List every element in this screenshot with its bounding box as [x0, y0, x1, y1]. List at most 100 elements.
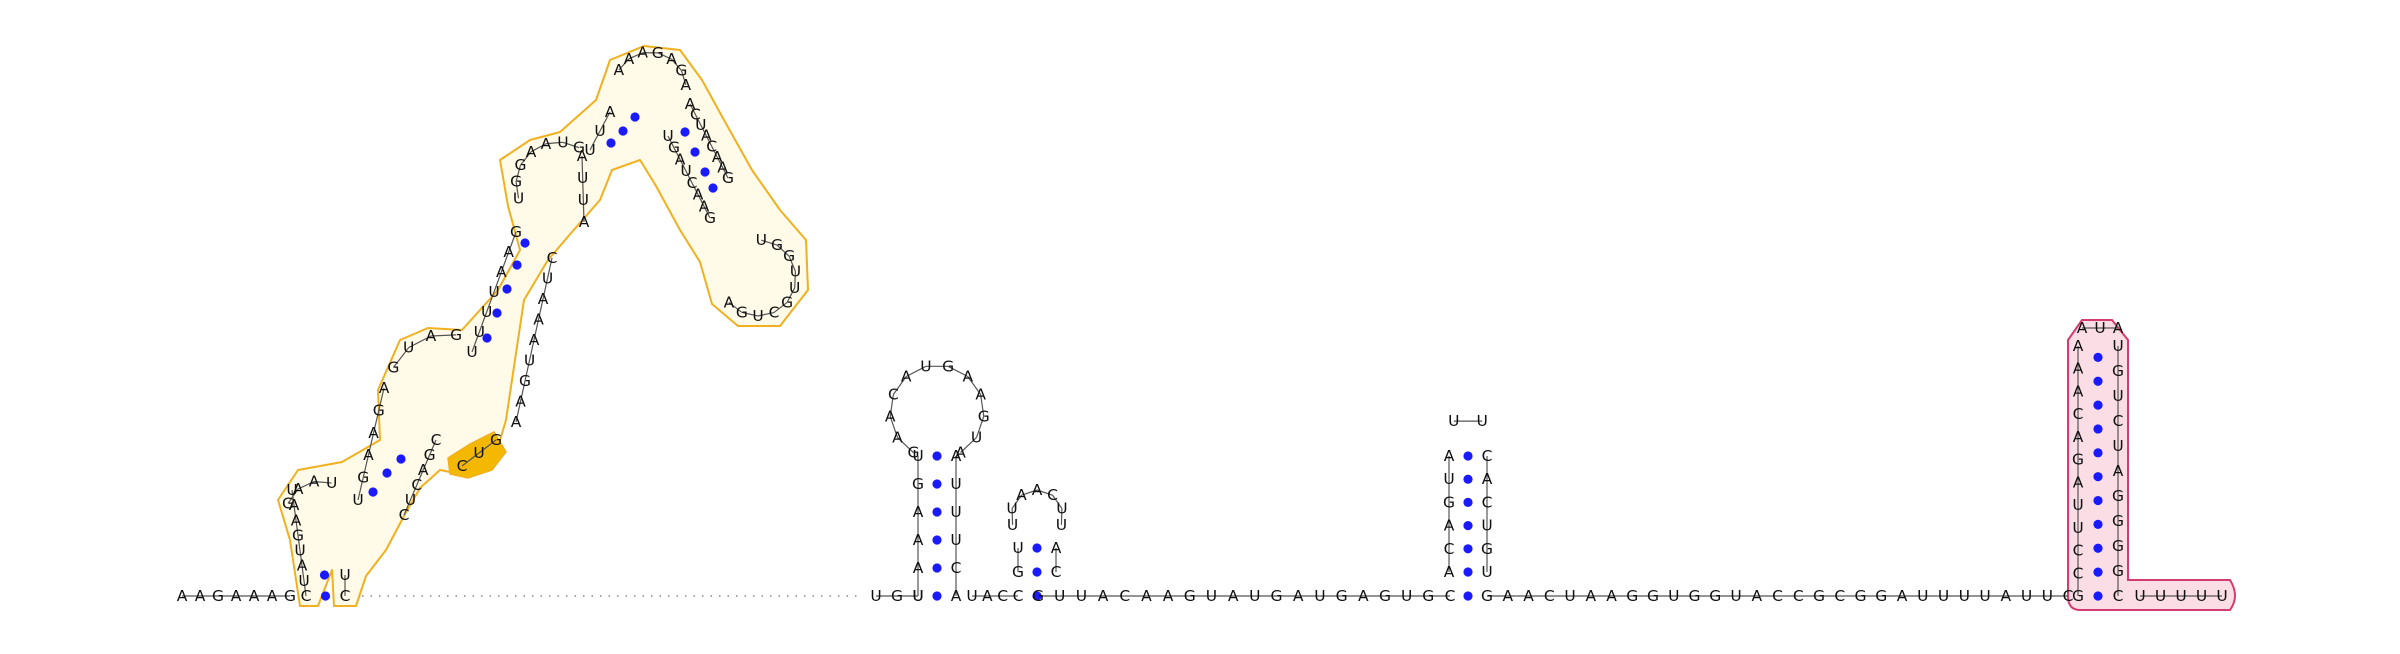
pink-hairpin-loop-nt: A [2077, 319, 2088, 337]
tail-3prime-nt: U [2134, 587, 2145, 605]
linker-after-h1-nt: C [997, 587, 1008, 605]
linker-after-h3-nt: U [2042, 587, 2053, 605]
linker-before-h1-nt: U [912, 587, 923, 605]
orange-right-loop-nt: A [724, 293, 735, 311]
pink-hairpin-left-nt: U [2072, 519, 2083, 537]
pink-hairpin-loop-nt: A [2113, 319, 2124, 337]
orange-arm-pair [690, 147, 700, 157]
orange-right-loop-bond [728, 301, 743, 313]
orange-inner-b-left-bond [500, 251, 510, 273]
orange-inner-c-right-bond [581, 155, 584, 179]
pink-hairpin-right-nt: G [2112, 487, 2124, 505]
base-pairs [319, 112, 2103, 601]
orange-right-arm-back-bond [673, 147, 681, 160]
hairpin-2-loop-bond [1021, 489, 1038, 496]
hairpin-1-loop-bond [905, 365, 927, 378]
orange-inner-a-loop-nt: U [403, 339, 414, 357]
hairpin-3-pair [1463, 451, 1473, 461]
orange-inner-b-pair [482, 333, 492, 343]
orange-arm-pair [680, 127, 690, 137]
orange-inner-b-pair [512, 260, 522, 270]
hairpin-2-loop-nt: U [1056, 516, 1067, 534]
orange-inner-b-right-bond [515, 401, 522, 423]
orange-top-left-bond [589, 130, 601, 151]
hairpin-3-loop-nt: U [1448, 412, 1459, 430]
orange-top-loop-nt: A [637, 44, 648, 62]
orange-right-loop-bond [773, 301, 788, 313]
hairpin-2-left-nt: U [1012, 539, 1023, 557]
orange-inner-a-left-bond [378, 387, 385, 411]
orange-inner-a-loop-nt: G [450, 326, 462, 344]
linker-after-h1-nt: U [966, 587, 977, 605]
hairpin-1-right-nt: A [951, 587, 962, 605]
pink-hairpin-left-nt: C [2073, 405, 2084, 423]
orange-right-loop-nt: G [736, 303, 748, 321]
orange-right-arm-back-bond [697, 194, 705, 207]
orange-inner-b-left-nt: U [474, 323, 485, 341]
orange-inner-a-right-bond [416, 469, 424, 486]
orange-right-arm-nt: A [701, 127, 712, 145]
orange-inner-a-right-bond [409, 484, 418, 501]
orange-right-loop-bond [786, 287, 796, 303]
orange-right-arm-nt: G [722, 169, 734, 187]
orange-right-arm-bond [711, 146, 718, 158]
tail-5prime-nt: A [231, 587, 242, 605]
hairpin-1-loop-bond [967, 376, 982, 395]
hairpin-1-left-nt: A [913, 559, 924, 577]
orange-right-loop-bond [776, 244, 790, 257]
linker-after-h3-nt: G [1688, 587, 1700, 605]
linker-after-h3-nt: U [1564, 587, 1575, 605]
orange-inner-a-right-nt: G [424, 446, 436, 464]
orange-inner-c-right-bond [582, 177, 584, 201]
hairpin-3-right-nt: G [1481, 540, 1493, 558]
tail-5prime-nt: A [177, 587, 188, 605]
orange-outer-left-bond [299, 550, 303, 566]
linker-after-h2-nt: C [1119, 587, 1130, 605]
linker-after-h2-nt: U [1401, 587, 1412, 605]
pink-hairpin-left-nt: A [2073, 337, 2084, 355]
linker-after-h2-nt: C [1445, 587, 1456, 605]
orange-inner-a-right-bond [403, 499, 411, 516]
orange-inner-a-right-bond [422, 454, 431, 471]
orange-inner-b-right-bond [546, 257, 553, 279]
orange-inner-a-pair [368, 487, 378, 497]
orange-inner-b-right-nt: C [547, 249, 558, 267]
orange-inner-b-right-nt: A [515, 393, 526, 411]
orange-outer-loop-nt: A [293, 480, 304, 498]
orange-top-loop-nt: G [675, 61, 687, 79]
hairpin-1-pair [932, 535, 942, 545]
pink-hairpin-left-nt: G [2072, 451, 2084, 469]
orange-right-arm-back-nt: A [675, 150, 686, 168]
hairpin-3-right-nt: C [1482, 493, 1493, 511]
hairpin-1-pair [932, 451, 942, 461]
pink-hairpin-right-nt: U [2112, 387, 2123, 405]
orange-outer-loop-bond [314, 480, 332, 484]
orange-outer-left-nt: A [297, 557, 308, 575]
orange-arm-pair [700, 167, 710, 177]
orange-inner-b-right-nt: A [533, 311, 544, 329]
hairpin-2-pair [1032, 591, 1042, 601]
hairpin-1-left-nt: U [912, 587, 923, 605]
hairpin-1-right-nt: C [951, 559, 962, 577]
hairpin-1-left-nt: A [913, 503, 924, 521]
orange-inner-c-right-nt: A [579, 213, 590, 231]
linker-after-h2-nt: G [1184, 587, 1196, 605]
hairpin-2-right-nt: A [1051, 539, 1062, 557]
hairpin-1-pair [932, 563, 942, 573]
orange-outer-left-bond [303, 580, 307, 597]
tail-3prime-nt: U [2155, 587, 2166, 605]
orange-top-pair [630, 112, 640, 122]
orange-right-arm-nt: C [706, 137, 717, 155]
hairpin-1-right-nt: U [950, 531, 961, 549]
linker-after-h3-nt: G [1813, 587, 1825, 605]
orange-inner-b-left-nt: A [503, 243, 514, 261]
orange-top-left-nt: U [594, 122, 605, 140]
orange-right-loop-nt: U [752, 307, 763, 325]
hairpin-1-loop-bond [892, 376, 907, 395]
orange-right-arm-back-nt: A [693, 186, 704, 204]
orange-right-arm-bond [705, 135, 713, 147]
linker-after-h3-nt: U [2021, 587, 2032, 605]
orange-outer-left-nt: C [301, 587, 312, 605]
linker-after-h3-nt: U [1668, 587, 1679, 605]
